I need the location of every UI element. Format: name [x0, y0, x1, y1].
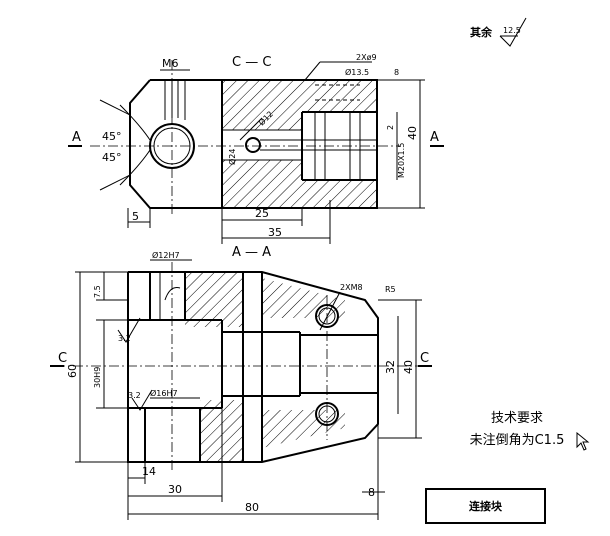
dim-roughness-a: 3.2 [118, 334, 131, 343]
section-letter-c-right: C [420, 351, 429, 366]
dim-40: 40 [406, 126, 419, 140]
roughness-symbol: 12.5 [499, 17, 527, 47]
notes-line-1: 未注倒角为C1.5 [469, 433, 565, 448]
dim-8: 8 [368, 486, 375, 499]
dim-32: 32 [384, 360, 397, 374]
dim-roughness-b: 3.2 [128, 391, 141, 400]
dim-14: 14 [142, 465, 156, 478]
bottom-small-bore [149, 271, 186, 321]
dim-30: 30 [168, 483, 182, 496]
dim-angle-2: 45° [102, 151, 122, 164]
finish-value: 12.5 [503, 26, 521, 35]
dim-2: 2 [386, 125, 395, 130]
section-letter-a-left: A [72, 130, 81, 145]
section-letter-a-right: A [430, 130, 439, 145]
section-letter-c-left: C [58, 351, 67, 366]
dim-30h9: 30H9 [93, 367, 102, 388]
dim-r5: R5 [385, 285, 396, 294]
dim-2xm8: 2XM8 [340, 283, 363, 292]
dim-phi12h7: Ø12H7 [152, 250, 180, 260]
dim-phi24: Ø24 [227, 149, 237, 165]
dim-angle-1: 45° [102, 130, 122, 143]
dim-cbore-depth: 8 [394, 68, 399, 77]
dim-35: 35 [268, 226, 282, 239]
top-hatch-lower-right [302, 180, 377, 208]
top-small-hole [245, 137, 261, 153]
dim-m20: M20X1.5 [397, 143, 406, 178]
top-hatch-lower [222, 160, 302, 208]
mouse-cursor-icon [576, 432, 590, 451]
technical-notes: 技术要求 未注倒角为C1.5 [442, 408, 592, 452]
dim-phi16h7: Ø16H7 [150, 388, 178, 398]
dim-60: 60 [66, 364, 79, 378]
dim-80: 80 [245, 501, 259, 514]
section-title-cc: C — C [232, 55, 271, 70]
title-block: 连接块 [425, 488, 546, 524]
section-title-aa: A — A [232, 245, 271, 260]
dim-m6: M6 [162, 57, 179, 70]
dim-5: 5 [132, 210, 139, 223]
dim-40-bottom: 40 [402, 360, 415, 374]
bottom-view: A — A [50, 245, 432, 520]
dim-7-5: 7.5 [93, 285, 102, 298]
bottom-hatch-upper [185, 272, 243, 327]
top-hatch-upper [222, 80, 302, 130]
notes-title: 技术要求 [490, 411, 543, 426]
finish-note: 其余 [470, 26, 492, 39]
dim-25: 25 [255, 207, 269, 220]
dim-holes: 2Xø9 [356, 53, 377, 62]
top-view: M6 45° 45° 5 25 35 40 Ø24 Ø12 2 M20X1.5 … [68, 53, 444, 244]
dim-cbore: Ø13.5 [345, 67, 369, 77]
